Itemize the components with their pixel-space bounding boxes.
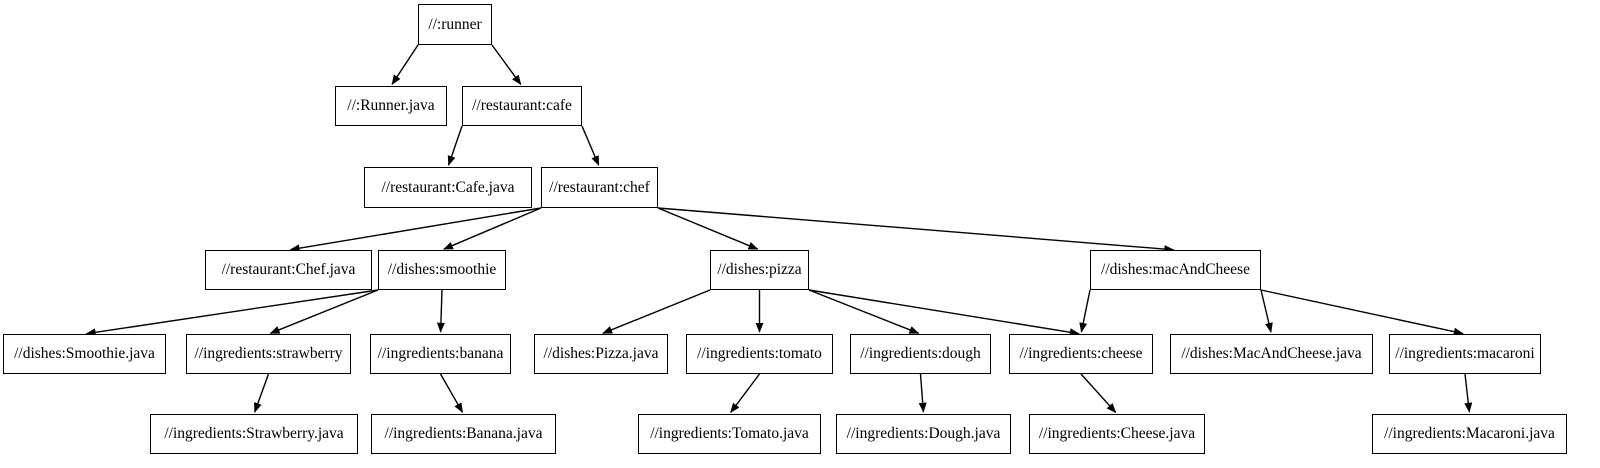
graph-node-label: //ingredients:Macaroni.java xyxy=(1384,425,1555,443)
graph-node-label: //:Runner.java xyxy=(347,97,435,115)
graph-node-restaurant_cafe[interactable]: //restaurant:cafe xyxy=(462,86,582,126)
graph-edge-dishes_macandcheese-to-ing_cheese xyxy=(1079,289,1091,333)
graph-node-label: //dishes:Smoothie.java xyxy=(14,345,155,363)
graph-node-ing_banana[interactable]: //ingredients:banana xyxy=(370,334,511,374)
graph-edge-ing_banana-to-ing_banana_java xyxy=(439,373,464,413)
graph-edge-dishes_smoothie-to-ing_strawberry xyxy=(269,289,379,334)
graph-node-runner_java[interactable]: //:Runner.java xyxy=(335,86,447,126)
graph-edge-ing_tomato-to-ing_tomato_java xyxy=(730,373,761,414)
graph-node-ing_tomato_java[interactable]: //ingredients:Tomato.java xyxy=(638,414,821,454)
graph-edge-runner-to-restaurant_cafe xyxy=(491,44,522,86)
graph-edge-restaurant_chef-to-restaurant_chef_java xyxy=(289,207,542,253)
graph-edge-dishes_pizza-to-dishes_pizza_java xyxy=(602,289,711,334)
graph-edge-dishes_pizza-to-ing_cheese xyxy=(808,289,1080,337)
graph-edge-dishes_smoothie-to-ing_banana xyxy=(436,289,445,333)
graph-node-dishes_pizza[interactable]: //dishes:pizza xyxy=(710,250,809,290)
graph-edge-runner-to-runner_java xyxy=(391,44,419,85)
graph-edge-ing_strawberry-to-ing_strawberry_java xyxy=(254,373,270,413)
graph-edge-restaurant_cafe-to-restaurant_cafe_java xyxy=(447,125,463,166)
graph-node-dishes_smoothie_java[interactable]: //dishes:Smoothie.java xyxy=(3,334,166,374)
graph-node-label: //dishes:smoothie xyxy=(387,261,497,279)
graph-edge-restaurant_chef-to-dishes_pizza xyxy=(657,207,759,250)
graph-node-restaurant_cafe_java[interactable]: //restaurant:Cafe.java xyxy=(364,167,532,208)
graph-node-label: //ingredients:Tomato.java xyxy=(650,425,809,443)
graph-node-ing_strawberry_java[interactable]: //ingredients:Strawberry.java xyxy=(150,414,358,454)
graph-node-ing_banana_java[interactable]: //ingredients:Banana.java xyxy=(371,414,556,454)
graph-node-ing_macaroni[interactable]: //ingredients:macaroni xyxy=(1389,334,1541,374)
graph-edge-restaurant_cafe-to-restaurant_chef xyxy=(581,125,600,166)
graph-node-dishes_smoothie[interactable]: //dishes:smoothie xyxy=(378,250,506,290)
graph-node-label: //restaurant:cafe xyxy=(472,97,572,115)
graph-node-dishes_mac_java[interactable]: //dishes:MacAndCheese.java xyxy=(1170,334,1373,374)
graph-node-runner[interactable]: //:runner xyxy=(418,4,492,45)
graph-node-label: //:runner xyxy=(428,15,482,33)
graph-node-ing_dough_java[interactable]: //ingredients:Dough.java xyxy=(836,414,1011,454)
graph-node-label: //ingredients:dough xyxy=(860,345,981,363)
graph-node-label: //ingredients:Cheese.java xyxy=(1038,425,1196,443)
graph-node-label: //restaurant:Chef.java xyxy=(221,261,356,279)
graph-edge-dishes_smoothie-to-dishes_smoothie_java xyxy=(85,289,379,337)
graph-node-ing_tomato[interactable]: //ingredients:tomato xyxy=(686,334,833,374)
graph-edge-dishes_pizza-to-ing_dough xyxy=(808,289,920,334)
graph-node-ing_dough[interactable]: //ingredients:dough xyxy=(850,334,991,374)
graph-node-ing_macaroni_java[interactable]: //ingredients:Macaroni.java xyxy=(1372,414,1567,454)
graph-node-label: //restaurant:Cafe.java xyxy=(381,178,515,196)
graph-node-dishes_macandcheese[interactable]: //dishes:macAndCheese xyxy=(1090,250,1261,290)
graph-node-label: //dishes:MacAndCheese.java xyxy=(1181,345,1362,363)
graph-node-ing_cheese_java[interactable]: //ingredients:Cheese.java xyxy=(1029,414,1205,454)
graph-edge-restaurant_chef-to-dishes_macandcheese xyxy=(657,207,1175,254)
graph-edge-dishes_macandcheese-to-ing_macaroni xyxy=(1260,289,1464,336)
graph-edge-ing_dough-to-ing_dough_java xyxy=(918,373,927,413)
graph-node-label: //dishes:Pizza.java xyxy=(543,345,659,363)
graph-node-label: //restaurant:chef xyxy=(549,178,650,196)
graph-node-label: //ingredients:tomato xyxy=(697,345,822,363)
graph-node-ing_strawberry[interactable]: //ingredients:strawberry xyxy=(186,334,351,374)
graph-edge-ing_macaroni-to-ing_macaroni_java xyxy=(1464,373,1473,413)
graph-node-label: //ingredients:Dough.java xyxy=(846,425,1001,443)
graph-node-label: //ingredients:strawberry xyxy=(194,345,343,363)
graph-node-label: //ingredients:cheese xyxy=(1019,345,1143,363)
graph-node-dishes_pizza_java[interactable]: //dishes:Pizza.java xyxy=(534,334,668,374)
graph-node-label: //dishes:macAndCheese xyxy=(1101,261,1250,279)
graph-edge-dishes_macandcheese-to-dishes_mac_java xyxy=(1260,289,1273,333)
graph-edge-ing_cheese-to-ing_cheese_java xyxy=(1080,373,1117,414)
graph-edge-restaurant_chef-to-dishes_smoothie xyxy=(443,207,542,250)
graph-node-label: //ingredients:Banana.java xyxy=(384,425,543,443)
graph-node-label: //ingredients:banana xyxy=(377,345,504,363)
graph-node-ing_cheese[interactable]: //ingredients:cheese xyxy=(1009,334,1153,374)
graph-node-label: //dishes:pizza xyxy=(717,261,802,279)
graph-node-restaurant_chef_java[interactable]: //restaurant:Chef.java xyxy=(205,250,372,290)
graph-node-label: //ingredients:macaroni xyxy=(1395,345,1535,363)
graph-node-label: //ingredients:Strawberry.java xyxy=(164,425,344,443)
graph-node-restaurant_chef[interactable]: //restaurant:chef xyxy=(541,167,658,208)
